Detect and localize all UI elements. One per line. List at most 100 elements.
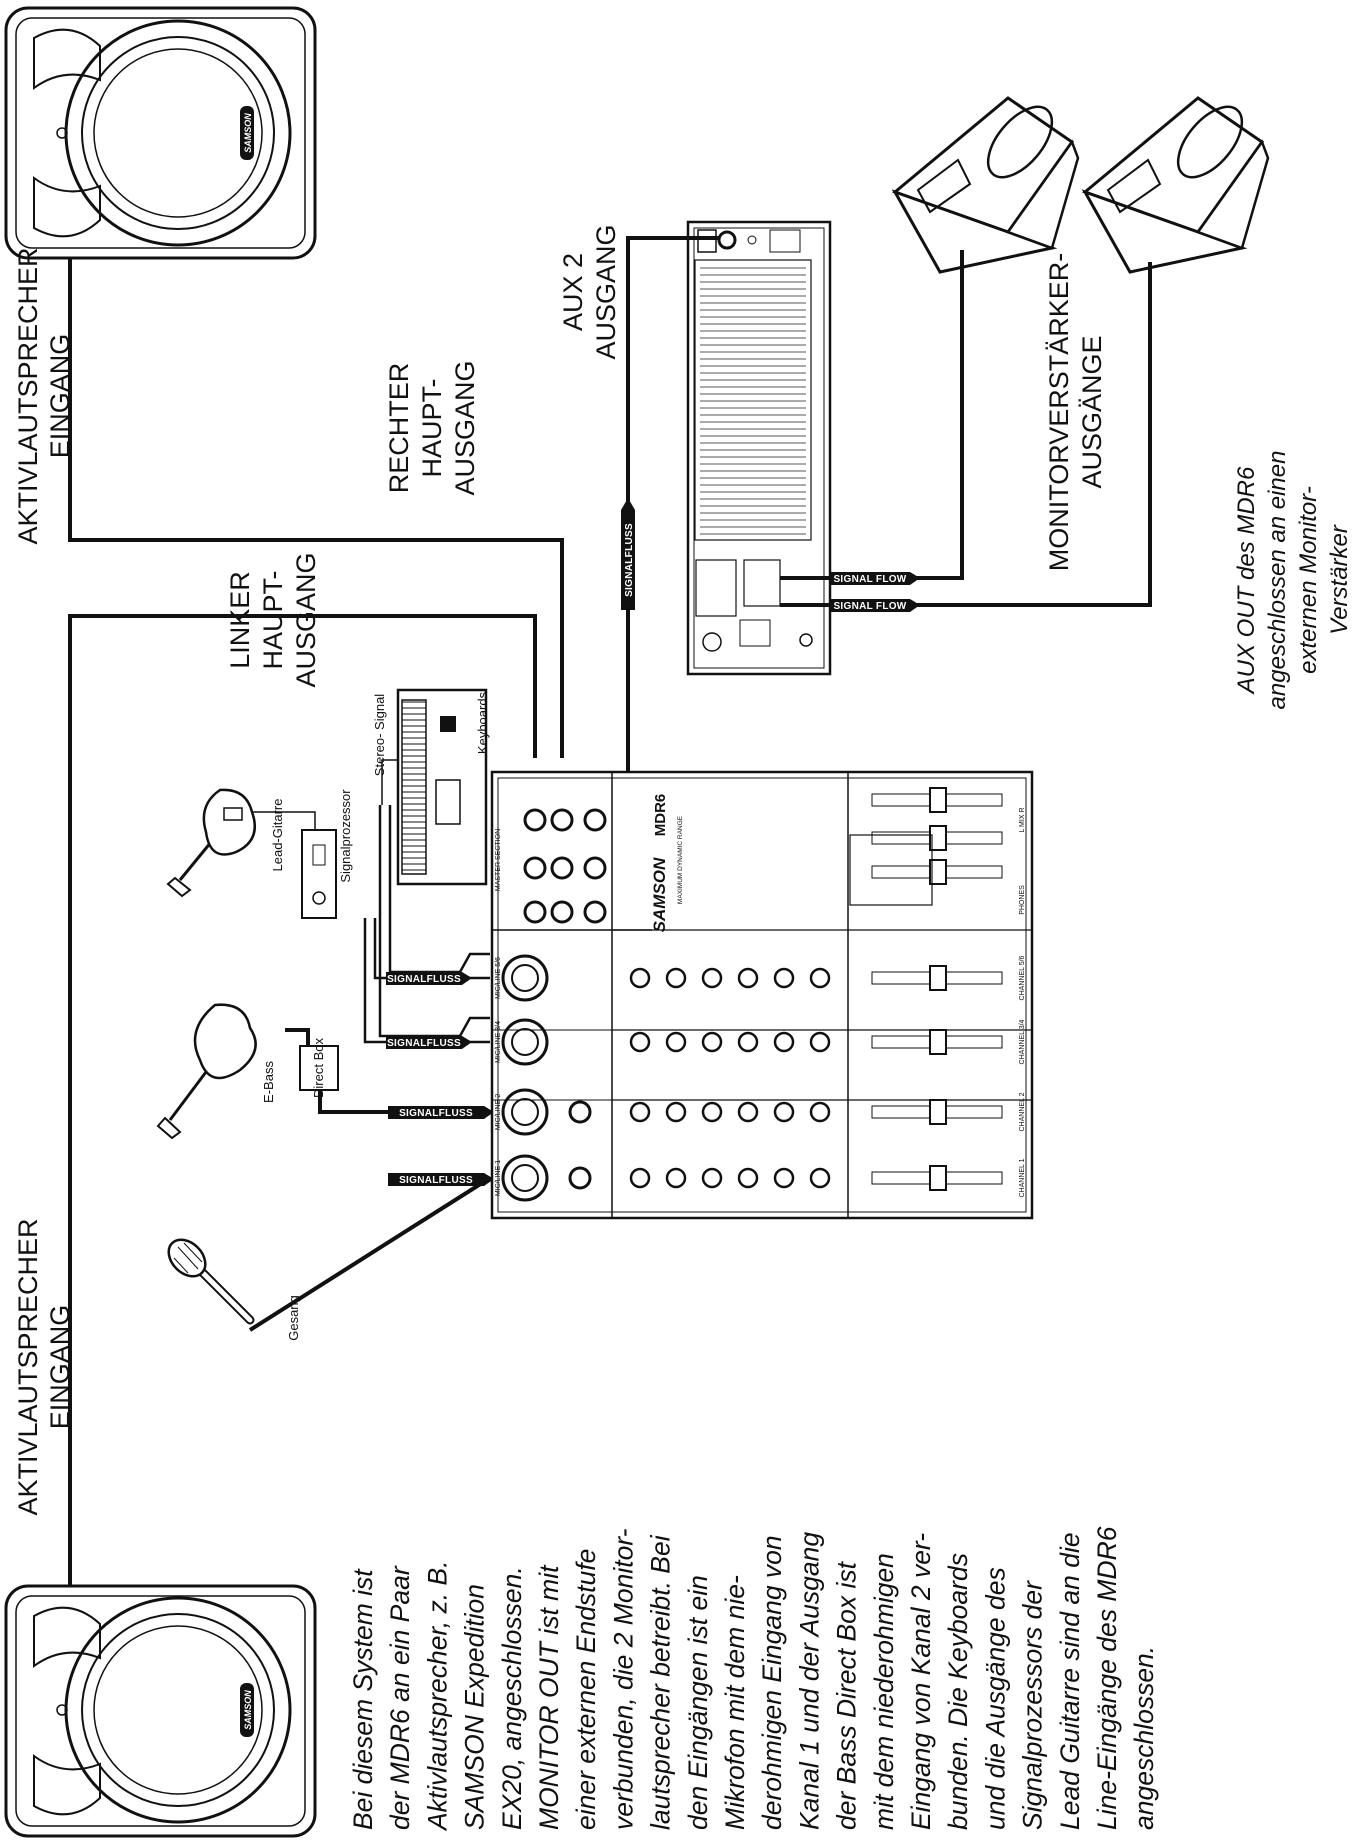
svg-text:AUSGANG: AUSGANG <box>450 360 480 495</box>
description-line: der Bass Direct Box ist <box>832 1560 862 1830</box>
description-line: Aktivlautsprecher, z. B. <box>422 1560 452 1832</box>
cable-processor-5-6 <box>373 918 490 980</box>
mixer-fader-label: PHONES <box>1019 885 1026 915</box>
svg-text:HAUPT-: HAUPT- <box>417 378 447 477</box>
label-vocals: Gesang <box>286 1295 301 1341</box>
description-line: MONITOR OUT ist mit <box>534 1564 564 1830</box>
label-bottom-speaker-input: AKTIVLAUTSPRECHER EINGANG <box>13 1218 75 1515</box>
description-line: Signalprozessors der <box>1018 1580 1048 1830</box>
cable-left-main-to-bottom-speaker <box>68 614 537 1586</box>
svg-text:AUSGANG: AUSGANG <box>591 224 621 359</box>
bass-guitar <box>156 1003 257 1140</box>
svg-text:SIGNAL FLOW: SIGNAL FLOW <box>833 601 906 612</box>
svg-text:SIGNALFLUSS: SIGNALFLUSS <box>399 1108 473 1119</box>
svg-text:externen Monitor-: externen Monitor- <box>1295 486 1322 674</box>
svg-text:angeschlossen an einen: angeschlossen an einen <box>1264 451 1291 710</box>
mixer-section-label: MIC/LINE 3/4 <box>495 1021 502 1063</box>
cable-aux2-to-amp <box>626 236 719 932</box>
mixer-fader-label: CHANNEL 5/6 <box>1019 955 1026 1000</box>
svg-text:Verstärker: Verstärker <box>1326 524 1353 635</box>
active-speaker-top: SAMSON <box>4 6 317 260</box>
description-line: mit dem niederohmigen <box>869 1553 899 1830</box>
label-keyboards: Keyboards <box>475 691 490 754</box>
mixer-section-label: MIC/LINE 2 <box>495 1094 502 1130</box>
svg-text:AKTIVLAUTSPRECHER: AKTIVLAUTSPRECHER <box>13 247 43 544</box>
svg-text:SIGNALFLUSS: SIGNALFLUSS <box>387 1038 461 1049</box>
signal-flow-badge-bass: SIGNALFLUSS <box>388 1106 494 1119</box>
svg-text:EINGANG: EINGANG <box>45 1305 75 1430</box>
label-signal-processor: Signalprozessor <box>338 789 353 883</box>
signal-flow-badge-aux: SIGNALFLUSS <box>621 498 635 610</box>
description-line: angeschlossen. <box>1129 1646 1159 1830</box>
svg-text:SIGNALFLUSS: SIGNALFLUSS <box>624 523 635 597</box>
monitor-wedge-1 <box>891 96 1080 274</box>
active-speaker-bottom: SAMSON <box>4 1584 317 1838</box>
label-lead-guitar: Lead-Gitarre <box>270 799 285 872</box>
signal-flow-badges: SIGNALFLUSS SIGNALFLUSS SIGNALFLUSS SIGN… <box>386 498 920 1186</box>
cable-right-main-to-top-speaker <box>68 258 564 758</box>
description-line: Mikrofon mit dem nie- <box>720 1575 750 1830</box>
label-right-main-output: RECHTER HAUPT- AUSGANG <box>384 360 480 495</box>
description-line: derohmigen Eingang von <box>757 1535 787 1830</box>
mixer-brand: SAMSON <box>650 857 669 932</box>
speaker-brand-badge: SAMSON <box>243 113 253 153</box>
label-left-main-output: LINKER HAUPT- AUSGANG <box>225 552 321 687</box>
description-line: den Eingängen ist ein <box>683 1575 713 1830</box>
monitor-power-amplifier <box>686 220 832 676</box>
svg-text:AKTIVLAUTSPRECHER: AKTIVLAUTSPRECHER <box>13 1218 43 1515</box>
cable-vocals <box>248 1176 492 1332</box>
description-line: einer externen Endstufe <box>571 1549 601 1830</box>
mdr6-mixer: SAMSON MDR6 MAXIMUM DYNAMIC RANGE MIC/LI… <box>490 770 1034 1220</box>
description-line: Eingang von Kanal 2 ver- <box>906 1533 936 1830</box>
direct-box <box>299 1045 339 1091</box>
svg-text:AUX 2: AUX 2 <box>558 253 588 331</box>
svg-text:SIGNALFLUSS: SIGNALFLUSS <box>399 1175 473 1186</box>
mixer-fader-label: CHANNEL 1 <box>1019 1158 1026 1197</box>
keyboard-synth <box>396 688 488 886</box>
svg-text:AUSGANG: AUSGANG <box>291 552 321 687</box>
vocal-microphone <box>167 1238 255 1325</box>
mixer-section-label: MASTER SECTION <box>495 829 502 891</box>
svg-text:MONITORVERSTÄRKER-: MONITORVERSTÄRKER- <box>1044 253 1074 572</box>
monitor-wedge-2 <box>1081 96 1270 274</box>
mixer-tagline: MAXIMUM DYNAMIC RANGE <box>677 815 684 904</box>
signal-flow-badge-vocals: SIGNALFLUSS <box>388 1173 494 1186</box>
label-aux-note: AUX OUT des MDR6 angeschlossen an einen … <box>1233 451 1353 710</box>
label-bass: E-Bass <box>261 1061 276 1103</box>
mixer-fader-label: CHANNEL 3/4 <box>1019 1019 1026 1064</box>
description-line: SAMSON Expedition <box>460 1584 490 1830</box>
signal-flow-badge-processor-5-6: SIGNALFLUSS <box>386 972 472 985</box>
signal-flow-badge-monitor-2: SIGNAL FLOW <box>830 599 920 612</box>
mixer-fader-label: L MIX R <box>1019 807 1026 832</box>
signal-processor <box>301 829 337 919</box>
signal-flow-badge-processor-3-4: SIGNALFLUSS <box>386 1036 472 1049</box>
svg-text:LINKER: LINKER <box>225 571 255 669</box>
guitar-to-processor-cable <box>248 759 400 830</box>
mixer-model: MDR6 <box>652 794 669 837</box>
label-aux2-output: AUX 2 AUSGANG <box>558 224 621 359</box>
signal-flow-badge-monitor-1: SIGNAL FLOW <box>830 572 920 585</box>
description-line: und die Ausgänge des <box>980 1567 1010 1830</box>
svg-text:RECHTER: RECHTER <box>384 363 414 494</box>
description-line: verbunden, die 2 Monitor- <box>608 1528 638 1830</box>
description-line: Bei diesem System ist <box>348 1568 378 1830</box>
description-line: bunden. Die Keyboards <box>943 1553 973 1830</box>
label-direct-box: Direct Box <box>311 1038 326 1098</box>
description-line: Kanal 1 und der Ausgang <box>794 1532 824 1830</box>
description-line: Lead Guitarre sind an die <box>1055 1532 1085 1830</box>
label-monitor-amp-outputs: MONITORVERSTÄRKER- AUSGÄNGE <box>1044 253 1107 572</box>
mixer-section-label: MIC/LINE 1 <box>495 1160 502 1196</box>
lead-guitar <box>166 788 256 898</box>
svg-text:AUX OUT des MDR6: AUX OUT des MDR6 <box>1233 466 1260 695</box>
description-line: EX20, angeschlossen. <box>497 1566 527 1830</box>
mixer-section-label: MIC/LINE 5/6 <box>495 957 502 999</box>
svg-text:SIGNAL FLOW: SIGNAL FLOW <box>833 574 906 585</box>
cable-bass-to-directbox <box>285 1028 310 1048</box>
svg-text:EINGANG: EINGANG <box>45 334 75 459</box>
mixer-fader-label: CHANNEL 2 <box>1019 1092 1026 1131</box>
label-stereo-signal: Stereo- Signal <box>372 694 387 776</box>
label-top-speaker-input: AKTIVLAUTSPRECHER EINGANG <box>13 247 75 544</box>
description-line: lautsprecher betreibt. Bei <box>646 1534 676 1830</box>
